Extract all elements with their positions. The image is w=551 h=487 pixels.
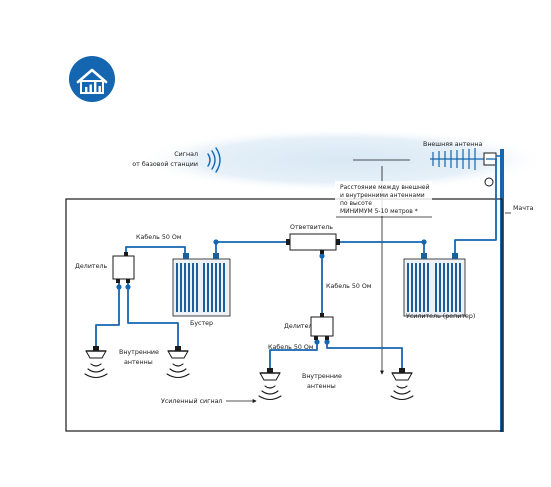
ceiling-antenna-icon	[166, 346, 190, 379]
sky-haze	[137, 128, 547, 192]
yagi-antenna-icon	[430, 148, 497, 187]
booster-device	[172, 253, 231, 317]
indoor-antennas-label-2-line1: Внутренние	[302, 373, 342, 380]
distance-label-line1: Расстояние между внешней	[340, 184, 430, 191]
mast-label: Мачта	[513, 205, 534, 212]
distance-label-line4: МИНИМУМ 5-10 метров *	[340, 208, 418, 215]
cable-label-top: Кабель 50 Ом	[136, 233, 182, 241]
signal-label-line2: от базовой станции	[132, 160, 198, 168]
house-signal-icon	[69, 56, 115, 102]
ceiling-antenna-icon	[390, 368, 414, 401]
indoor-antennas-label-1-line1: Внутренние	[119, 349, 159, 356]
building-room	[65, 198, 503, 432]
amplifier-device	[403, 253, 466, 317]
outdoor-antenna-label: Внешняя антенна	[423, 141, 483, 148]
cable-label-bottom: Кабель 50 Ом	[268, 343, 314, 351]
tap-device	[289, 233, 337, 251]
amplified-signal-label: Усиленный сигнал	[161, 397, 222, 405]
cable-connectors	[116, 239, 427, 345]
signal-label-line1: Сигнал	[174, 151, 198, 158]
splitter-mid	[310, 316, 334, 337]
indoor-antennas-label-2-line2: антенны	[307, 383, 336, 390]
distance-label-line2: и внутренними антеннами	[340, 192, 425, 199]
signal-waves-icon	[207, 147, 221, 173]
tap-label: Ответвитель	[290, 224, 333, 231]
cable-label-mid: Кабель 50 Ом	[326, 282, 372, 290]
ceiling-antenna-icon	[84, 346, 108, 379]
splitter-left	[112, 255, 135, 280]
splitter-mid-label: Делитель	[284, 323, 316, 330]
distance-label-line3: по высоте	[340, 200, 372, 207]
booster-label: Бустер	[190, 320, 213, 327]
splitter-left-label: Делитель	[75, 263, 107, 270]
ceiling-antenna-icon	[258, 368, 282, 401]
amplifier-label: Усилитель (репитер)	[406, 313, 475, 320]
indoor-antennas-label-1-line2: антенны	[124, 359, 153, 366]
